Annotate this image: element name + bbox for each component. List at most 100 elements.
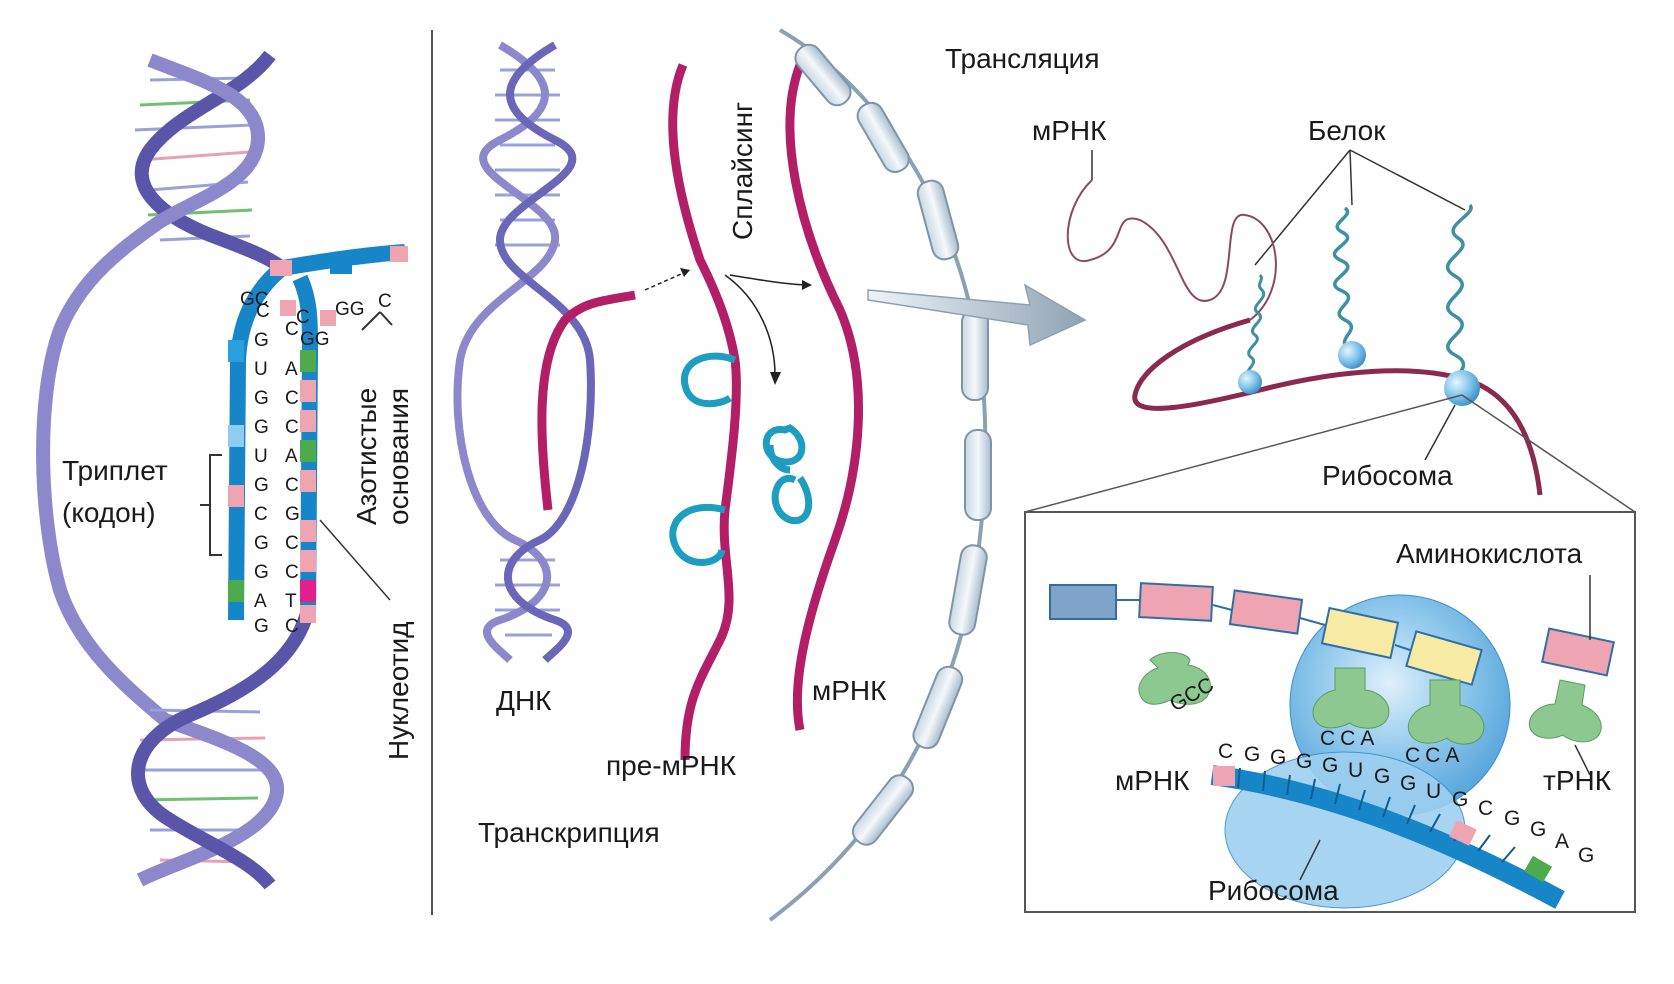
base-letter: A — [285, 359, 298, 380]
excised-intron-2 — [771, 474, 813, 525]
template-strand-letters: C G U G G U G C G G A G — [254, 301, 270, 637]
protein-coil-3 — [1446, 203, 1473, 392]
arrow-to-premrna — [644, 269, 691, 291]
bases-label-2: основания — [383, 388, 414, 525]
splice-arrow-2 — [724, 274, 776, 376]
inset-mrna-strand — [1210, 765, 1565, 909]
base-letter: G — [285, 504, 300, 525]
codon-letter: G — [1530, 818, 1546, 841]
inset-mrna-pink — [1449, 820, 1477, 846]
base-letter: C — [285, 562, 299, 583]
trna-pointer — [1574, 744, 1591, 776]
mrna-label-middle: мРНК — [812, 675, 887, 706]
ribosome-label-inset: Рибосома — [1208, 875, 1339, 906]
dna-label: ДНК — [496, 685, 552, 716]
base-letter: C — [285, 417, 299, 438]
codon-letter: A — [1555, 830, 1569, 853]
base-letter: G — [254, 533, 269, 554]
base-letter: A — [285, 446, 298, 467]
dna-bottom-strand-b — [131, 608, 315, 890]
translation-panel: Трансляция мРНК Белок Рибосома — [945, 43, 1543, 496]
translation-label: Трансляция — [945, 43, 1099, 74]
base-letter: C — [285, 475, 299, 496]
peptide-chain — [1049, 582, 1483, 686]
codon-label: (кодон) — [62, 497, 156, 528]
splicing-label: Сплайсинг — [727, 102, 758, 240]
inset-ribosome-pointer — [1299, 839, 1321, 881]
mrna-label-right: мРНК — [1032, 115, 1107, 146]
protein-coil-2 — [1332, 206, 1354, 352]
transcription-panel: Сплайсинг ДНК пре-мРНК мРНК Транскрипция — [453, 41, 887, 848]
base-letter: C — [285, 616, 299, 637]
splice-arrow-1 — [729, 274, 811, 286]
triplet-label: Триплет — [62, 455, 168, 486]
intron-loop-2 — [669, 503, 726, 566]
base-letter: C — [254, 504, 268, 525]
dna-left-panel: C G U G G U G C G G A G C A C C A C G C … — [36, 50, 414, 890]
codon-letter: C — [1218, 740, 1233, 763]
codon-letter: G — [1504, 807, 1520, 830]
codon-letter: G — [1400, 772, 1416, 795]
codon-letter: G — [1322, 754, 1338, 777]
mature-mrna-strand — [785, 63, 863, 731]
export-arrow — [867, 283, 1087, 347]
base-letter: A — [254, 591, 267, 612]
codon-letter: U — [1348, 759, 1363, 782]
trna-free — [1528, 679, 1602, 743]
codon-letter: G — [1374, 765, 1390, 788]
anticodon-mid-1: CCA — [1320, 727, 1379, 750]
base-letter: U — [254, 446, 268, 467]
base-letter: C — [285, 533, 299, 554]
arrow-head — [802, 280, 812, 290]
dna-strand-front — [36, 53, 265, 726]
trna-mid-2 — [1407, 679, 1485, 745]
base-letter: G — [254, 616, 269, 637]
translation-inset: Аминокислота GCC CCA CCA — [1024, 511, 1636, 913]
base-letter: G — [254, 330, 269, 351]
base-letter: C — [285, 319, 299, 340]
base-letter: G — [254, 417, 269, 438]
dna-strand-back — [134, 50, 287, 274]
base-letter: C — [256, 301, 270, 322]
pre-mrna-label: пре-мРНК — [606, 750, 737, 781]
base-letter: U — [254, 359, 268, 380]
ribosome-ball — [1444, 370, 1480, 406]
protein-pointer — [1254, 149, 1466, 266]
inset-mrna-green — [1523, 855, 1553, 883]
nucleotide-pointer — [319, 519, 391, 601]
amino-acid-label: Аминокислота — [1396, 538, 1583, 569]
cytoplasm-mrna-thick — [1132, 317, 1543, 496]
dna-coding-strand-right — [292, 274, 319, 616]
mrna-label-inset: мРНК — [1115, 765, 1190, 796]
base-letter: G — [254, 475, 269, 496]
codon-letter: G — [1578, 844, 1594, 867]
codon-letter: G — [1244, 743, 1260, 766]
nascent-rna — [537, 290, 636, 511]
cytoplasm-mrna-thin — [1066, 179, 1277, 321]
codon-letter: U — [1426, 780, 1441, 803]
bases-pointer — [361, 311, 393, 331]
middle-dna-strand-b — [495, 41, 595, 663]
inset-codon-letters: C G G G G U G G U G C G G A G — [1218, 740, 1594, 867]
trna-mid-1 — [1312, 667, 1390, 729]
top-bases-right: GG — [335, 299, 365, 320]
ribosome-ball — [1238, 370, 1262, 394]
ribosome-pointer — [1424, 404, 1456, 461]
top-bases-mid: C — [296, 307, 310, 328]
arrow-head — [680, 268, 690, 277]
arrow-head — [770, 372, 781, 385]
nucleotide-label: Нуклеотид — [383, 622, 414, 760]
trna-left — [1138, 652, 1211, 705]
nucleotide-segments — [228, 246, 408, 623]
triplet-bracket — [200, 454, 222, 556]
inset-mrna-cap — [1213, 766, 1235, 786]
ribosome-ball — [1338, 341, 1366, 369]
codon-letter: G — [1452, 788, 1468, 811]
transcription-label: Транскрипция — [478, 817, 660, 848]
pre-mrna-strand — [668, 63, 741, 761]
codon-letter: C — [1478, 797, 1493, 820]
codon-letter: G — [1270, 746, 1286, 769]
base-letter: G — [254, 562, 269, 583]
dna-bottom-strand-a — [136, 713, 284, 887]
